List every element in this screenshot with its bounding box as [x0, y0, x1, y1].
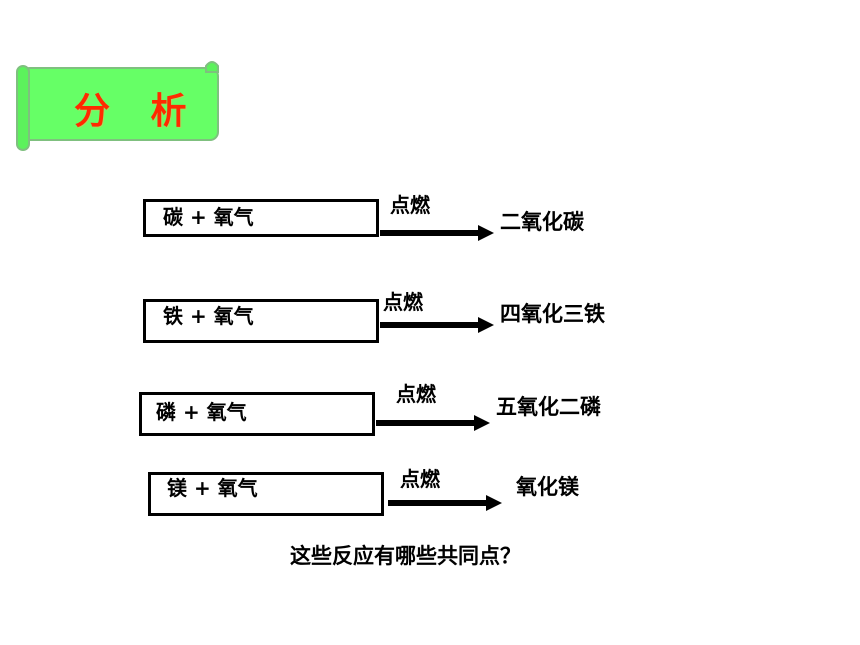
reactants-4: 镁 + 氧气	[167, 476, 258, 500]
condition-4: 点燃	[400, 467, 440, 491]
question-text: 这些反应有哪些共同点？	[290, 544, 521, 568]
banner-scroll	[16, 61, 219, 151]
product-1: 二氧化碳	[500, 210, 584, 234]
reactants-1: 碳 + 氧气	[163, 205, 254, 229]
reactant-box-3	[139, 392, 375, 436]
arrow-2	[380, 317, 494, 333]
product-2: 四氧化三铁	[500, 302, 605, 326]
condition-2: 点燃	[383, 290, 423, 314]
banner-title: 分 析	[74, 91, 201, 132]
reactants-3: 磷 + 氧气	[156, 400, 247, 424]
product-4: 氧化镁	[516, 475, 579, 499]
reactant-box-1	[143, 199, 379, 237]
reactants-2: 铁 + 氧气	[163, 304, 254, 328]
condition-1: 点燃	[390, 193, 430, 217]
condition-3: 点燃	[396, 382, 436, 406]
product-3: 五氧化二磷	[496, 395, 601, 419]
arrow-3	[376, 415, 490, 431]
arrow-1	[380, 225, 494, 241]
reactant-box-2	[143, 299, 379, 343]
arrow-4	[388, 495, 502, 511]
reactant-box-4	[148, 472, 384, 516]
